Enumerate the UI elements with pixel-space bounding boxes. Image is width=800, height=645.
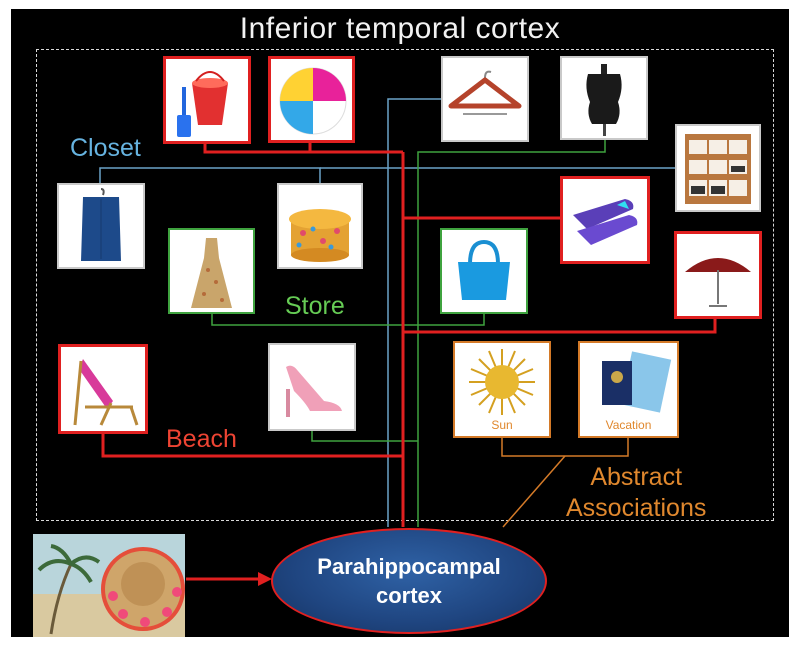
closet-label: Closet [70, 134, 141, 163]
deck-chair-image [58, 344, 148, 434]
phc-label-line1: Parahippocampal [317, 552, 500, 581]
mannequin-torso-image [560, 56, 648, 140]
abstract-associations-label: Abstract Associations [566, 462, 706, 524]
sun-image: Sun [453, 341, 551, 438]
abstract-label-line2: Associations [566, 493, 706, 524]
store-label: Store [285, 292, 345, 321]
pink-high-heel-image [268, 343, 356, 431]
beach-label: Beach [166, 425, 237, 454]
arrow-head-icon [258, 572, 272, 586]
phc-label-line2: cortex [317, 581, 500, 610]
bucket-and-spade-image [163, 56, 251, 144]
blue-handbag-image [440, 228, 528, 314]
shoe-shelf-image [675, 124, 761, 212]
garment-bag-image [57, 183, 145, 269]
swim-fins-image [560, 176, 650, 264]
sun-caption: Sun [455, 418, 549, 432]
vacation-caption: Vacation [580, 418, 677, 432]
passport-and-tickets-image: Vacation [578, 341, 679, 438]
hat-box-image [277, 183, 363, 269]
clothes-hanger-image [441, 56, 529, 142]
parahippocampal-cortex-node: Parahippocampal cortex [271, 528, 547, 634]
summer-dress-image [168, 228, 255, 314]
beach-umbrella-image [674, 231, 762, 319]
abstract-label-line1: Abstract [566, 462, 706, 493]
beach-ball-image [268, 56, 355, 143]
beach-sun-hat-photo [33, 534, 185, 637]
